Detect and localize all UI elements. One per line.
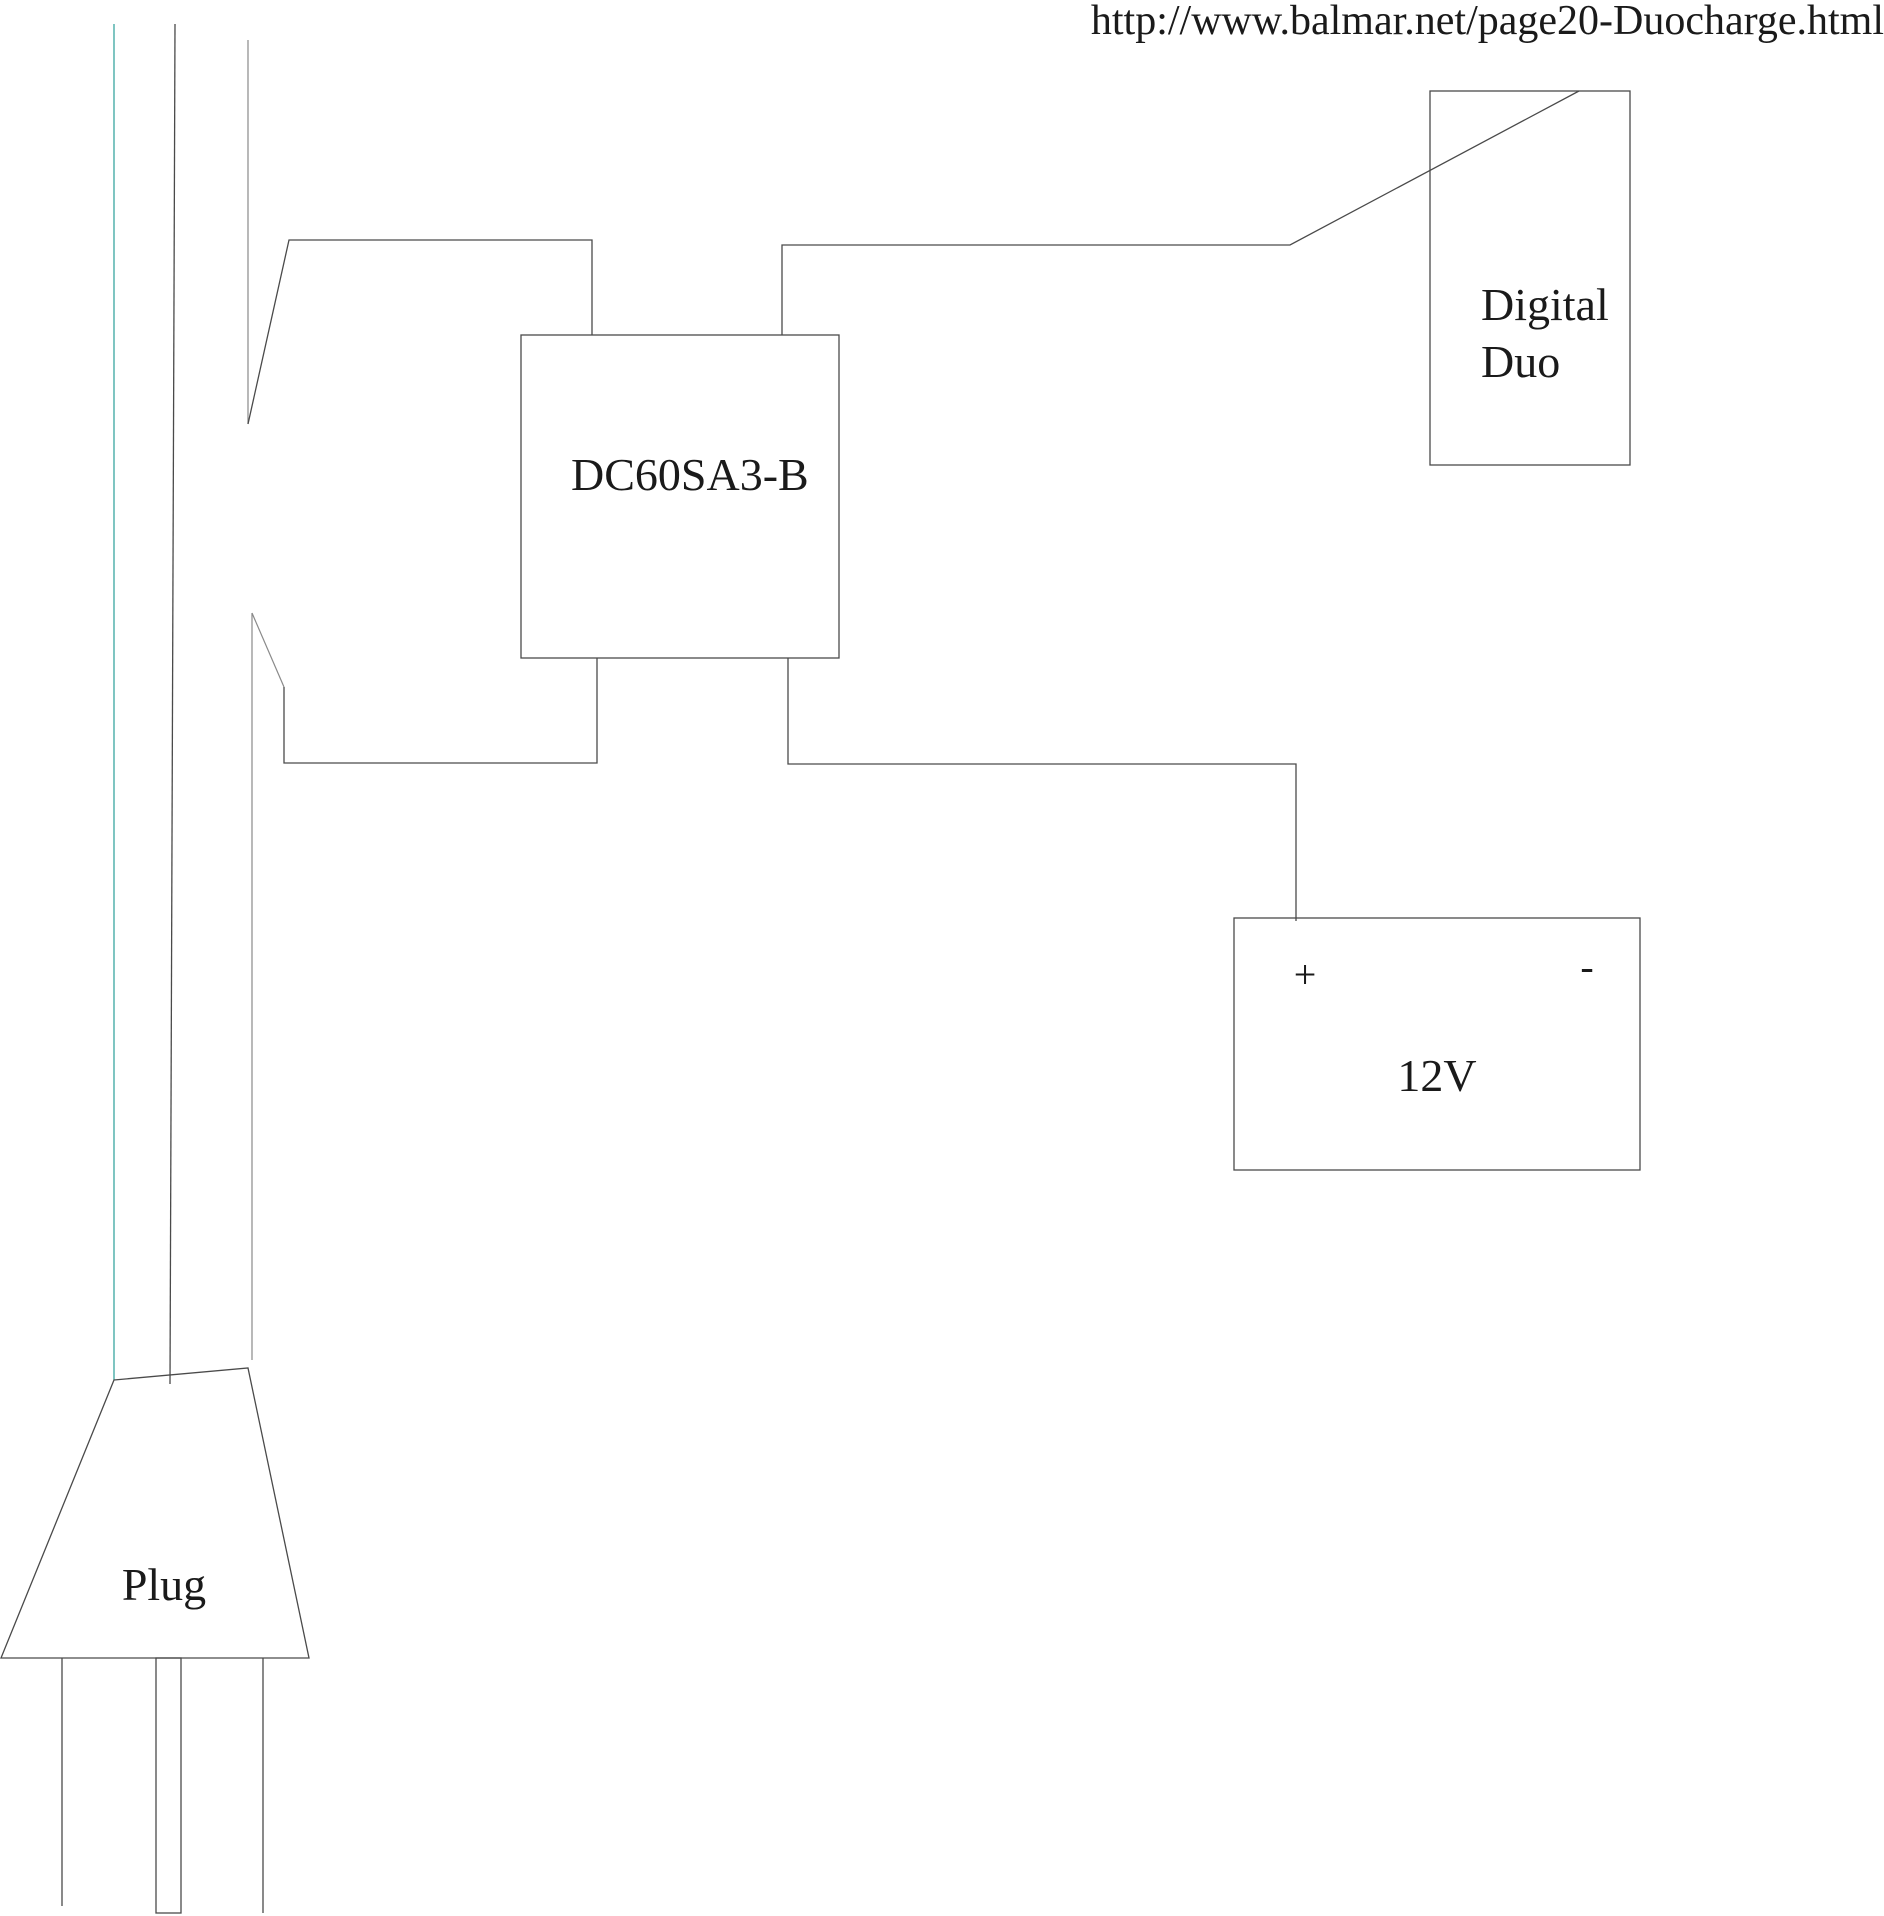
controller-box: [520, 334, 840, 659]
battery-box: [1233, 917, 1641, 1171]
controller-label: DC60SA3-B: [571, 449, 809, 500]
tap-upper-wire: [247, 239, 593, 425]
plug-prong-ground: [155, 1657, 182, 1914]
plug-label: Plug: [122, 1559, 206, 1610]
digital-duo-label-line1: Digital: [1481, 279, 1609, 330]
battery-positive-wire: [787, 658, 1297, 921]
duo-link-wire: [781, 90, 1580, 335]
battery-negative-terminal: -: [1580, 944, 1593, 989]
source-url: http://www.balmar.net/page20-Duocharge.h…: [1091, 0, 1884, 44]
digital-duo-box: [1429, 90, 1631, 466]
battery-positive-terminal: +: [1294, 952, 1317, 997]
tap-lower-wire: [283, 658, 598, 764]
digital-duo-label-line2: Duo: [1481, 336, 1560, 387]
plug-body: [0, 1367, 310, 1659]
cord-wire-neutral: [169, 23, 176, 1385]
battery-label: 12V: [1397, 1050, 1476, 1101]
tap-lower-slant: [251, 612, 285, 688]
